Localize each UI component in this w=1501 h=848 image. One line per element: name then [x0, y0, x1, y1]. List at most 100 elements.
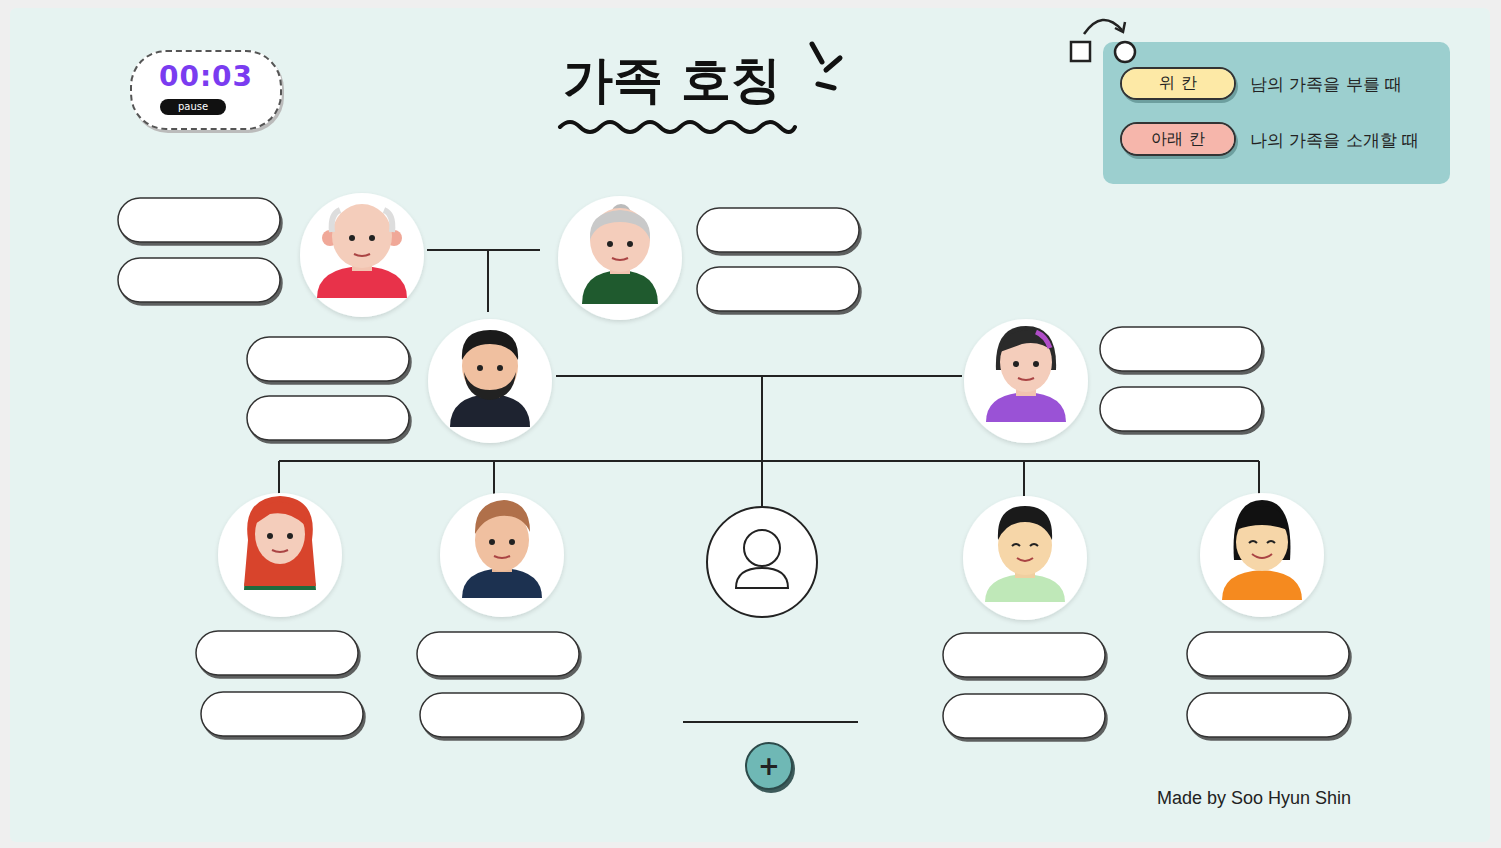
shape-swap-icon	[1115, 42, 1135, 62]
sparkle-marks	[812, 44, 822, 62]
answer-pill	[943, 633, 1105, 677]
avatar-circle	[440, 493, 564, 617]
brother-avatar	[462, 500, 542, 598]
grandfather-avatar	[369, 235, 375, 241]
grandmother-avatar	[612, 258, 628, 260]
legend-text: 나의 가족을 소개할 때	[1250, 129, 1419, 151]
younger-sibling-avatar	[985, 506, 1065, 602]
node-text: 00:03	[159, 62, 253, 92]
brother-avatar	[462, 568, 542, 598]
avatar-circle	[218, 193, 1324, 620]
youngest-sibling-avatar	[1222, 500, 1302, 600]
sister-avatar	[267, 533, 273, 539]
answer-pill	[420, 693, 582, 737]
mother-avatar	[986, 326, 1066, 422]
sister-avatar	[272, 550, 288, 552]
legend-text: 남의 가족을 부를 때	[1250, 73, 1402, 95]
sister-avatar	[255, 502, 306, 526]
tree-line	[487, 250, 489, 312]
younger-sibling-avatar	[1012, 544, 1038, 546]
mother-avatar	[1036, 332, 1050, 348]
mother-avatar	[1033, 361, 1039, 367]
answer-pill	[201, 692, 363, 736]
father-avatar	[464, 372, 516, 400]
tree-line	[556, 375, 962, 377]
credit-label: Made by Soo Hyun Shin	[1157, 787, 1351, 809]
youngest-sibling-avatar	[1249, 541, 1275, 543]
avatar-circle	[963, 496, 1087, 620]
tree-line	[279, 250, 1259, 722]
youngest-sibling-avatar	[1222, 570, 1302, 600]
answer-pill	[697, 208, 859, 252]
grandfather-avatar	[332, 204, 392, 268]
grandmother-avatar	[582, 204, 658, 304]
tree-line	[761, 376, 763, 508]
avatar-circle	[428, 319, 552, 443]
timer-box: 00:03 pause	[130, 50, 282, 130]
node-text: 아래 칸	[1151, 129, 1204, 150]
father-avatar	[450, 330, 530, 427]
father-avatar	[462, 330, 518, 360]
brother-avatar	[509, 539, 515, 545]
page-title: 가족 호칭	[563, 50, 780, 110]
brother-avatar	[494, 556, 510, 558]
answer-pill	[1187, 632, 1349, 676]
brother-avatar	[475, 500, 530, 534]
youngest-sibling-avatar	[1236, 506, 1288, 530]
grandfather-avatar	[354, 254, 370, 256]
grandmother-avatar	[627, 241, 633, 247]
tree-line	[683, 721, 858, 723]
mother-avatar	[1000, 330, 1054, 352]
legend-pill: 아래 칸	[1120, 122, 1236, 156]
tree-line	[1258, 461, 1260, 494]
answer-pill	[1100, 387, 1262, 431]
answer-pill	[697, 267, 859, 311]
tree-line	[427, 249, 540, 251]
sister-avatar	[287, 533, 293, 539]
avatar-circle	[964, 319, 1088, 443]
legend-pill: 위 칸	[1120, 67, 1236, 100]
grandmother-avatar	[607, 241, 613, 247]
answer-pill	[118, 258, 280, 302]
grandfather-avatar	[349, 235, 355, 241]
me-placeholder	[736, 568, 788, 588]
grandfather-avatar	[317, 204, 407, 298]
avatar-circle	[1200, 493, 1324, 617]
shape-swap-icon	[1071, 20, 1135, 62]
answer-pill	[1100, 327, 1262, 371]
me-placeholder	[744, 530, 780, 566]
title-underline	[560, 122, 795, 132]
answer-pill	[943, 694, 1105, 738]
title-underline	[560, 122, 795, 132]
answer-pill	[196, 631, 358, 675]
tree-line	[493, 461, 495, 494]
grandmother-avatar	[590, 208, 650, 272]
youngest-sibling-avatar	[1252, 554, 1272, 558]
answer-pill	[1187, 693, 1349, 737]
father-avatar	[497, 365, 503, 371]
shape-swap-icon	[1071, 42, 1090, 61]
answer-pill	[118, 198, 280, 242]
sparkle-marks	[818, 84, 834, 88]
younger-sibling-avatar	[998, 506, 1052, 540]
mother-avatar	[1013, 361, 1019, 367]
younger-sibling-avatar	[985, 574, 1065, 602]
shape-swap-icon	[1115, 22, 1125, 32]
mother-avatar	[1018, 378, 1034, 380]
father-avatar	[477, 365, 483, 371]
add-button: +	[745, 742, 793, 790]
answer-pill	[118, 198, 1349, 738]
legend-panel	[1103, 42, 1450, 184]
answer-pill	[417, 632, 579, 676]
answer-pill	[247, 396, 409, 440]
brother-avatar	[489, 539, 495, 545]
younger-sibling-avatar	[1017, 558, 1033, 561]
grandmother-avatar	[582, 270, 658, 304]
legend-panel	[1103, 42, 1450, 184]
avatar-circle	[300, 193, 424, 317]
node-text: +	[758, 753, 780, 779]
avatar-circle	[218, 493, 342, 617]
pause-button: pause	[160, 99, 226, 115]
grandfather-avatar	[332, 210, 393, 232]
grandmother-avatar	[590, 210, 650, 240]
